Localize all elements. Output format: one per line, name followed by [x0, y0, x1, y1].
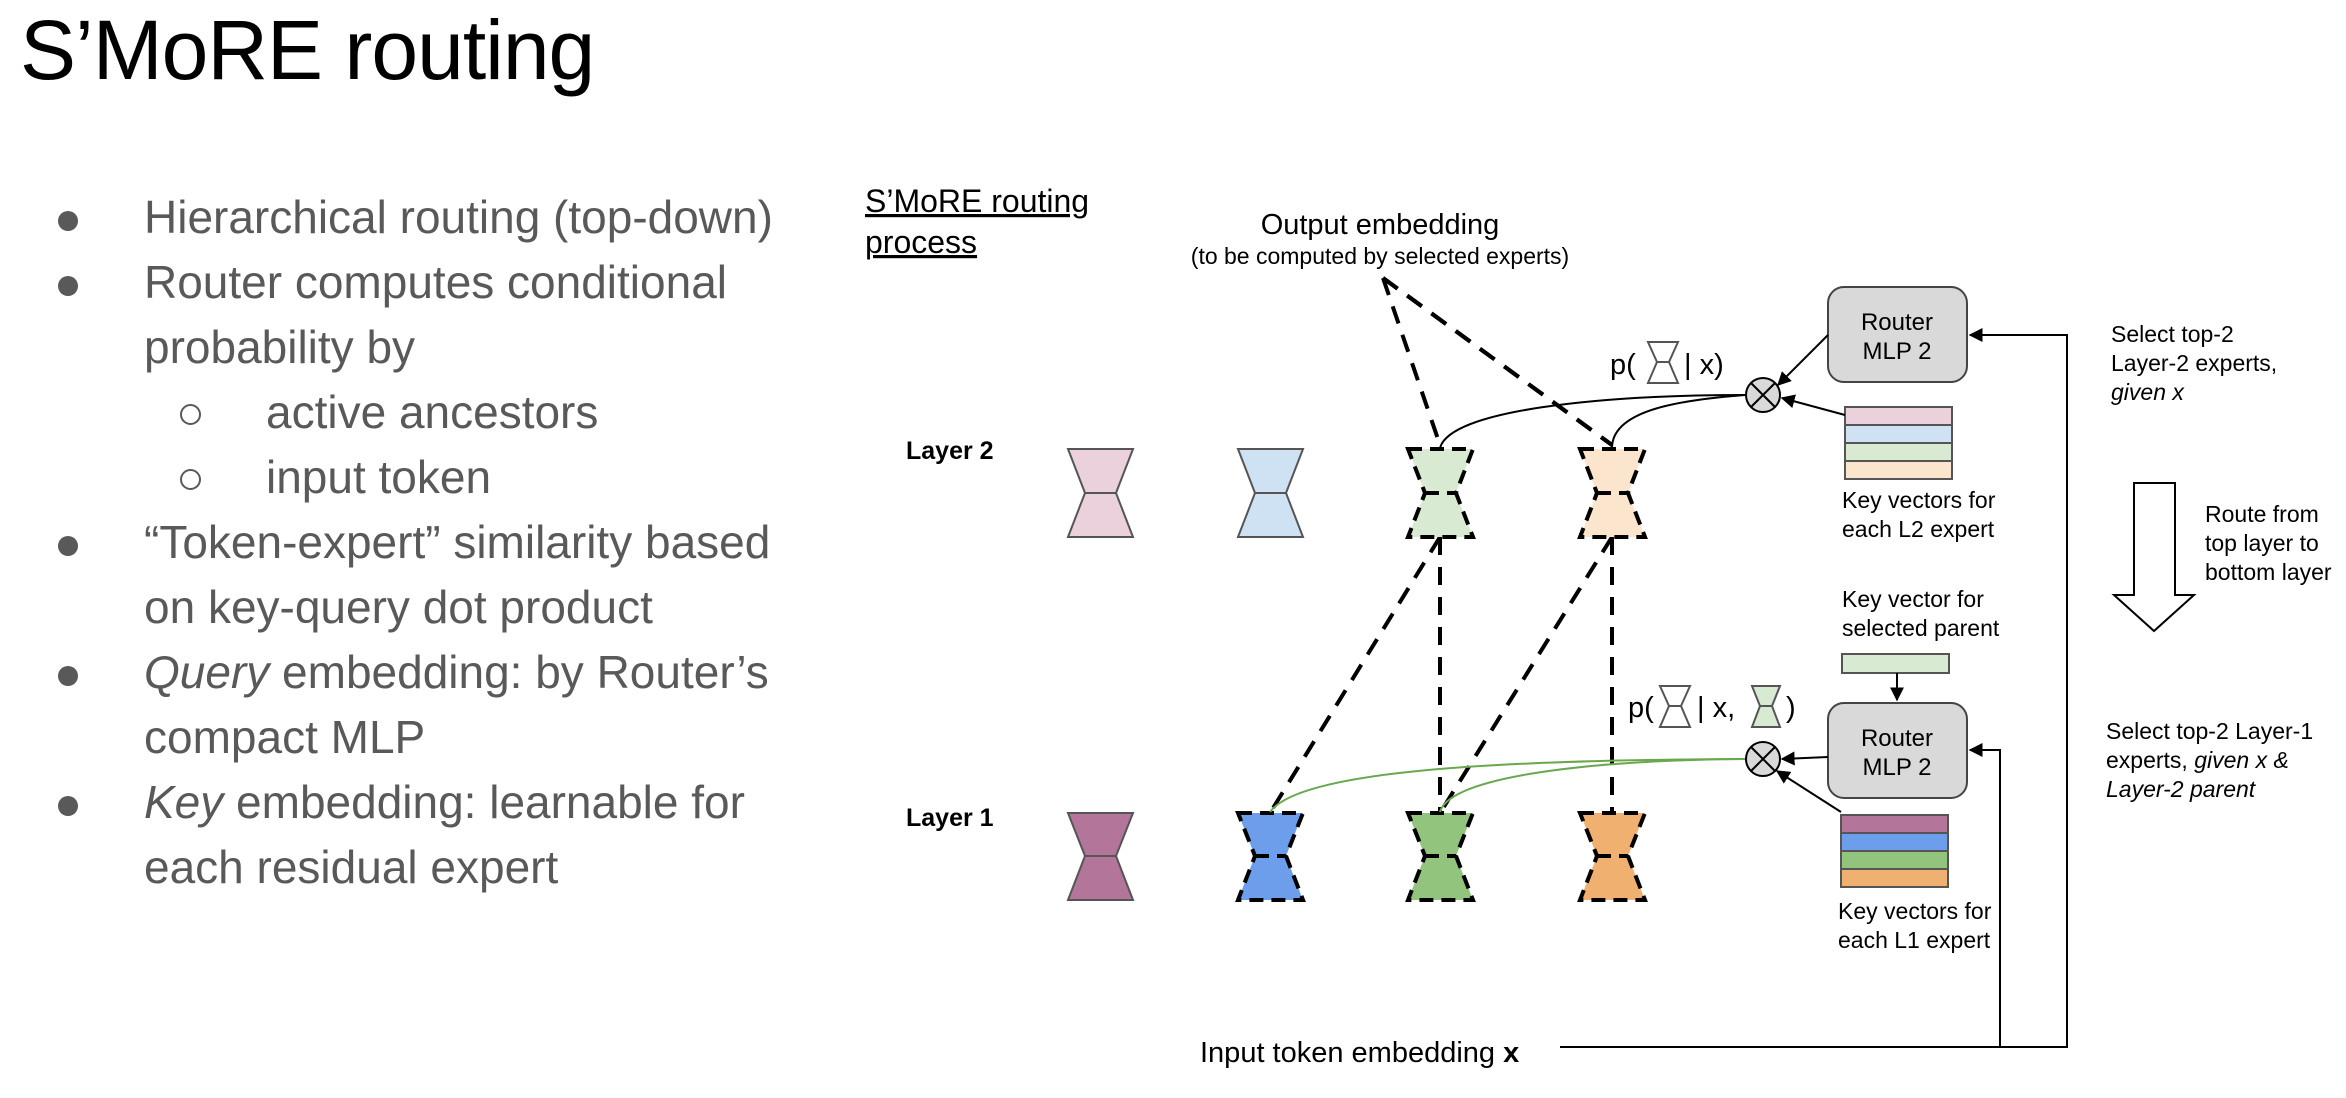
prob-bottom-middle: | x, [1697, 692, 1735, 724]
key-vectors-l2 [1844, 406, 1953, 480]
key-parent-label-line2: selected parent [1842, 615, 2000, 641]
note-top-line1: Select top-2 [2111, 321, 2234, 347]
layer1-expert-3-selected [1405, 811, 1476, 902]
bullet-hierarchical-routing: Hierarchical routing (top-down) [50, 185, 773, 250]
layer2-expert-4-selected [1577, 447, 1648, 539]
bullet-key-embedding: Key embedding: learnable for [50, 770, 773, 835]
layer-1-label: Layer 1 [906, 804, 994, 832]
note-bottom-line2: experts, given x & [2106, 747, 2289, 773]
key-vector-parent [1841, 653, 1950, 674]
router-bottom-line1: Router [1861, 725, 1933, 752]
layer1-expert-4-selected [1577, 811, 1648, 902]
bullet-list: Hierarchical routing (top-down) Router c… [50, 185, 773, 900]
key-l1-label-line2: each L1 expert [1838, 927, 1991, 953]
sub-bullet-active-ancestors: active ancestors [50, 380, 773, 445]
route-down-arrow-icon [2111, 482, 2197, 633]
input-token-label: Input token embedding x [1200, 1037, 1519, 1069]
router-top-line1: Router [1861, 309, 1933, 336]
input-connector-lines [1560, 328, 2068, 1048]
route-label-line3: bottom layer [2205, 559, 2332, 585]
diagram-heading-line1: S’MoRE routing [865, 183, 1089, 219]
layer-2-experts [1066, 448, 1305, 538]
diagram-heading-line2: process [865, 224, 977, 260]
key-l1-label-line1: Key vectors for [1838, 898, 1992, 924]
prob-top-prefix: p( [1610, 349, 1636, 381]
note-bottom-line3: Layer-2 parent [2106, 776, 2257, 802]
key-parent-label-line1: Key vector for [1842, 586, 1984, 612]
router-top-line2: MLP 2 [1863, 338, 1932, 365]
layer-1-experts [1066, 812, 1135, 901]
note-top-line3: given x [2111, 379, 2185, 405]
key-l2-label-line1: Key vectors for [1842, 487, 1996, 513]
layer1-routing-curves [1269, 758, 1746, 813]
route-label-line2: top layer to [2205, 530, 2319, 556]
route-label-line1: Route from [2205, 501, 2319, 527]
layer-2-label: Layer 2 [906, 437, 994, 465]
layer-2-selected-experts [1405, 447, 1648, 539]
prob-top-suffix: | x) [1684, 349, 1724, 381]
top-multiply-node [1745, 377, 1781, 413]
router-bottom-line2: MLP 2 [1863, 754, 1932, 781]
layer2-to-layer1-links [1268, 535, 1614, 815]
note-bottom-line1: Select top-2 Layer-1 [2106, 718, 2313, 744]
router-mlp-bottom: Router MLP 2 [1827, 702, 1968, 799]
bullet-router-computes: Router computes conditional [50, 250, 773, 315]
layer1-expert-2-selected [1235, 811, 1306, 902]
bottom-multiply-node [1745, 741, 1781, 777]
layer2-routing-curves [1439, 394, 1746, 449]
layer-1-selected-experts [1235, 811, 1648, 902]
sub-bullet-input-token: input token [50, 445, 773, 510]
bullet-token-expert-similarity-cont: on key-query dot product [144, 581, 653, 633]
slide-title: S’MoRE routing [20, 3, 595, 97]
prob-bottom: p( | x, ) [1628, 685, 1796, 728]
bullet-key-embedding-cont: each residual expert [144, 841, 559, 893]
prob-bottom-suffix: ) [1786, 692, 1796, 724]
prob-top: p( | x) [1610, 341, 1724, 384]
router-mlp-top: Router MLP 2 [1827, 286, 1968, 383]
layer2-expert-3-selected [1405, 447, 1476, 539]
key-vectors-l1 [1840, 814, 1949, 888]
prob-bottom-prefix: p( [1628, 692, 1654, 724]
bullet-router-computes-cont: probability by [144, 321, 416, 373]
output-cross-links [1381, 276, 1614, 447]
bullet-query-embedding: Query embedding: by Router’s [50, 640, 773, 705]
output-embedding-label: Output embedding [1261, 209, 1500, 241]
bullet-token-expert-similarity: “Token-expert” similarity based [50, 510, 773, 575]
note-top-line2: Layer-2 experts, [2111, 350, 2277, 376]
key-l2-label-line2: each L2 expert [1842, 516, 1995, 542]
bullet-query-embedding-cont: compact MLP [144, 711, 426, 763]
output-embedding-sublabel: (to be computed by selected experts) [1191, 243, 1569, 269]
